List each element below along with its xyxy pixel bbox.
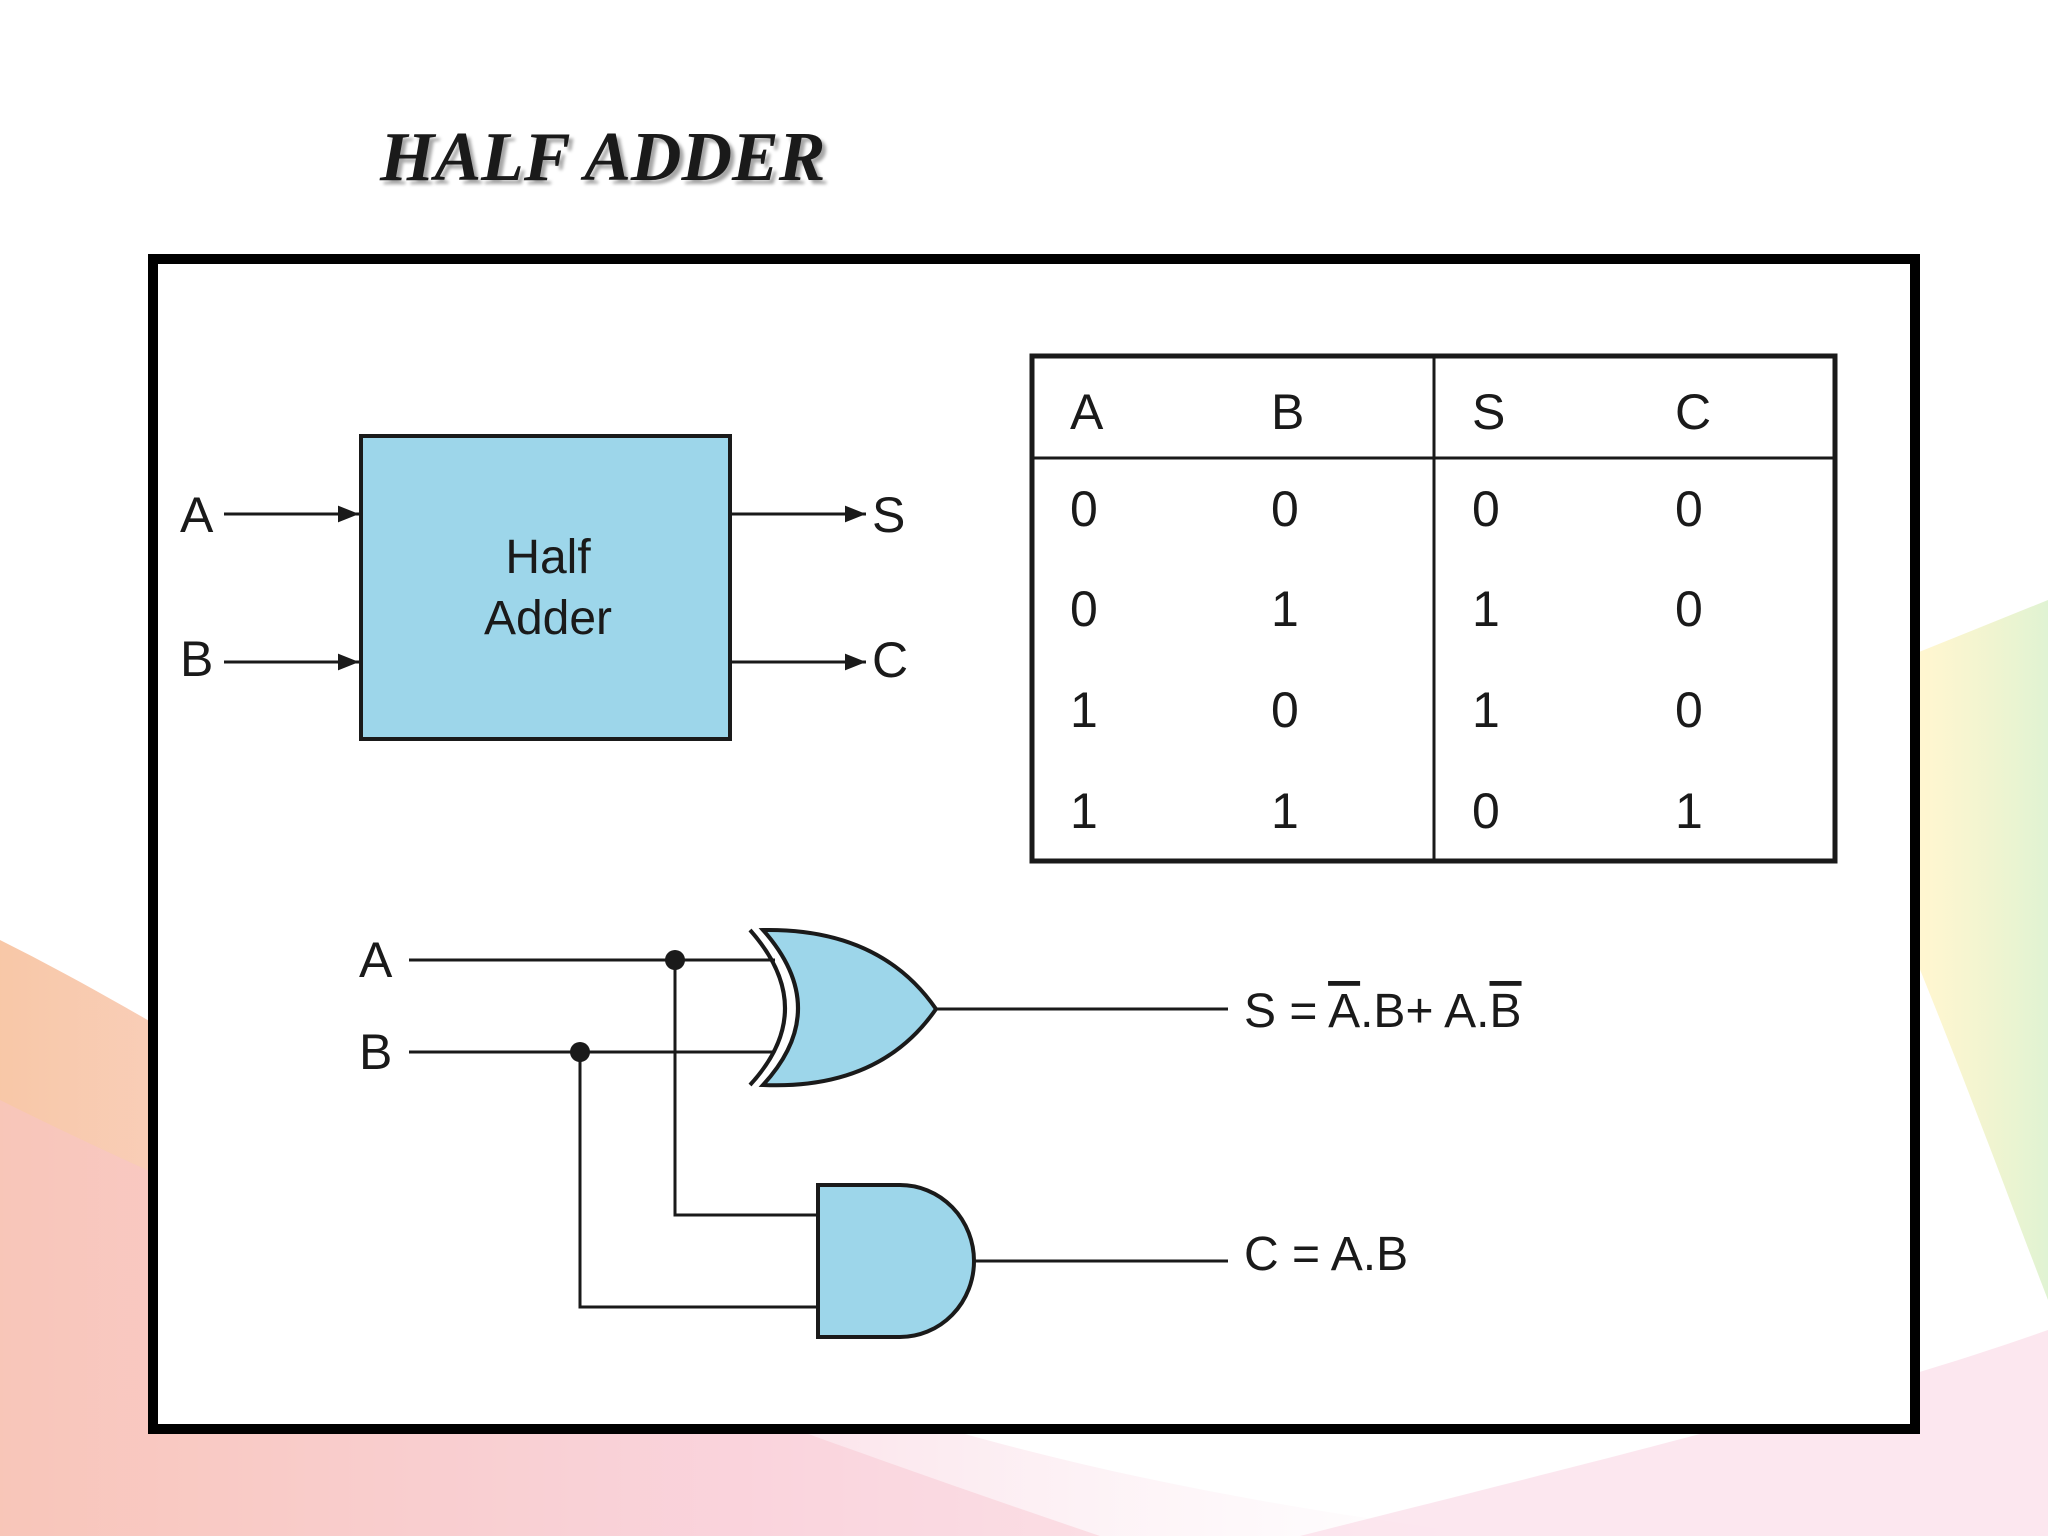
truth-table-header-c: C (1675, 384, 1711, 440)
table-cell: 1 (1271, 783, 1299, 839)
table-cell: 1 (1070, 682, 1098, 738)
block-output-s-label: S (872, 487, 905, 543)
table-cell: 1 (1675, 783, 1703, 839)
truth-table-header-s: S (1472, 384, 1505, 440)
table-row: 0 1 1 0 (1070, 581, 1703, 637)
table-cell: 0 (1271, 682, 1299, 738)
table-cell: 0 (1472, 481, 1500, 537)
circuit-input-a-label: A (359, 932, 393, 988)
and-gate (816, 1183, 976, 1339)
truth-table-header-a: A (1070, 384, 1104, 440)
truth-table: A B S C 0 0 0 0 0 1 1 0 1 0 1 0 1 1 0 1 (1029, 353, 1838, 864)
block-label-adder: Adder (484, 592, 612, 645)
block-label-half: Half (505, 531, 591, 584)
a-bar: A (1328, 985, 1360, 1038)
truth-table-header-b: B (1271, 384, 1304, 440)
table-cell: 1 (1472, 682, 1500, 738)
table-cell: 0 (1070, 481, 1098, 537)
xor-gate (748, 927, 939, 1088)
table-row: 1 0 1 0 (1070, 682, 1703, 738)
sum-expression: S = A.B+ A.B (1244, 985, 1522, 1038)
circuit-wires (409, 958, 1228, 1309)
block-diagram: Half Adder A B S C (180, 434, 908, 741)
table-row: 1 1 0 1 (1070, 783, 1703, 839)
table-cell: 1 (1070, 783, 1098, 839)
table-cell: 0 (1675, 682, 1703, 738)
table-cell: 1 (1472, 581, 1500, 637)
junction-b (570, 1042, 590, 1062)
table-cell: 0 (1271, 481, 1299, 537)
half-adder-block (359, 434, 732, 741)
carry-expression: C = A.B (1244, 1228, 1408, 1281)
junction-a (665, 950, 685, 970)
logic-circuit: A B S = A.B+ A.B C = A.B (359, 927, 1522, 1339)
block-input-a-label: A (180, 487, 214, 543)
table-row: 0 0 0 0 (1070, 481, 1703, 537)
circuit-input-b-label: B (359, 1024, 392, 1080)
slide-title: HALF ADDER (380, 119, 826, 196)
table-cell: 1 (1271, 581, 1299, 637)
table-cell: 0 (1070, 581, 1098, 637)
block-input-b-label: B (180, 631, 213, 687)
table-cell: 0 (1675, 481, 1703, 537)
block-output-c-label: C (872, 632, 908, 688)
table-cell: 0 (1472, 783, 1500, 839)
b-bar: B (1490, 985, 1522, 1038)
table-cell: 0 (1675, 581, 1703, 637)
